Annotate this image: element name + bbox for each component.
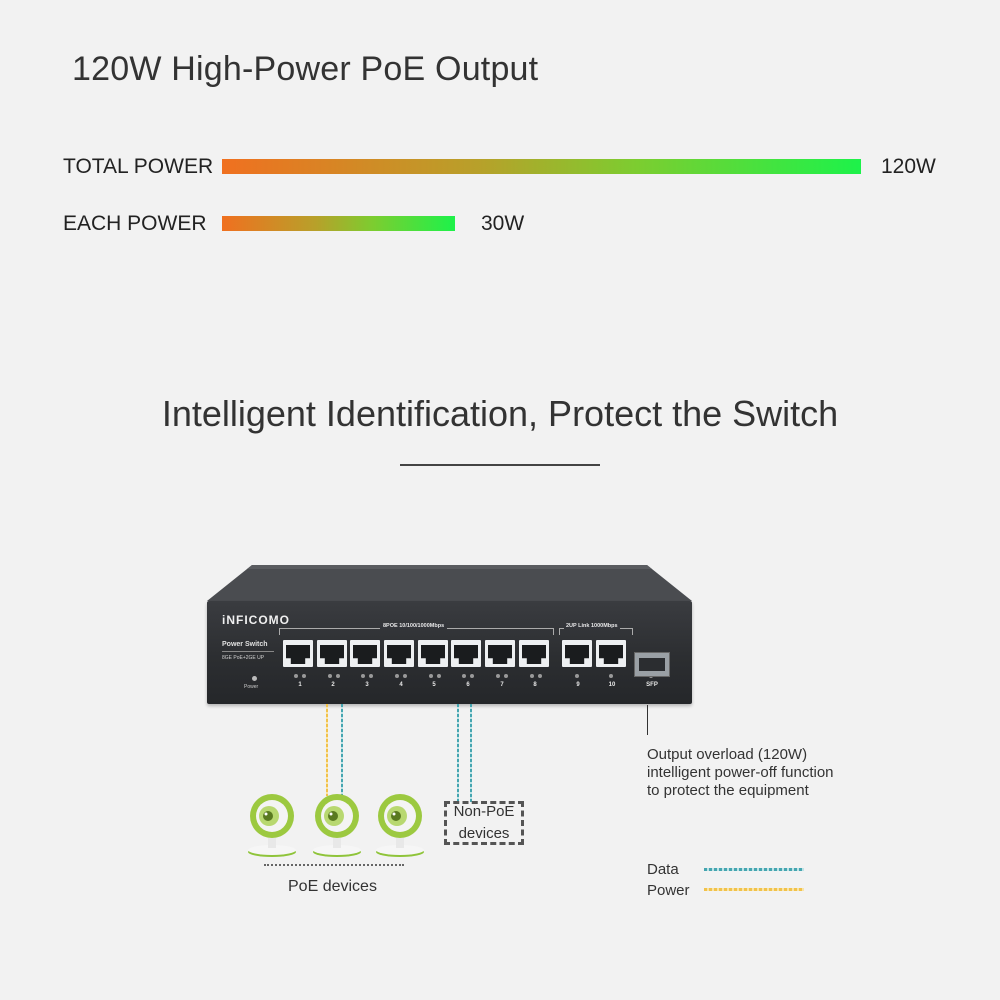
port-led xyxy=(462,674,466,678)
ethernet-port-2[interactable] xyxy=(317,640,347,667)
uplink-group-label: 2UP Link 1000Mbps xyxy=(564,623,620,629)
data-cable xyxy=(457,704,459,802)
port-led xyxy=(336,674,340,678)
switch-top-panel xyxy=(207,565,692,601)
legend-power-swatch xyxy=(704,888,804,891)
power-led xyxy=(252,676,257,681)
ethernet-port-7[interactable] xyxy=(485,640,515,667)
camera-icon xyxy=(313,794,361,857)
poe-devices-label: PoE devices xyxy=(288,878,377,895)
port-led xyxy=(496,674,500,678)
overload-note-line-3: to protect the equipment xyxy=(647,782,809,799)
switch-model: Power Switch xyxy=(222,641,268,648)
total-power-value: 120W xyxy=(881,155,936,178)
port-led xyxy=(294,674,298,678)
port-led xyxy=(302,674,306,678)
port-led xyxy=(361,674,365,678)
total-power-label: TOTAL POWER xyxy=(63,155,214,178)
each-power-value: 30W xyxy=(481,212,525,235)
ethernet-port-9[interactable] xyxy=(562,640,592,667)
each-power-label: EACH POWER xyxy=(63,212,207,235)
power-cable xyxy=(326,704,328,796)
port-led xyxy=(530,674,534,678)
port-number: 9 xyxy=(576,682,580,688)
total-power-bar xyxy=(222,159,861,174)
port-led xyxy=(609,674,613,678)
port-led xyxy=(437,674,441,678)
non-poe-devices-box xyxy=(444,801,524,845)
port-led xyxy=(575,674,579,678)
ethernet-port-5[interactable] xyxy=(418,640,448,667)
overload-pointer-line xyxy=(647,705,648,735)
uplink-group-bracket xyxy=(559,628,633,635)
port-led xyxy=(538,674,542,678)
port-led xyxy=(504,674,508,678)
title-divider xyxy=(400,464,600,466)
ethernet-port-10[interactable] xyxy=(596,640,626,667)
power-led-label: Power xyxy=(244,684,259,690)
port-led xyxy=(395,674,399,678)
port-led xyxy=(429,674,433,678)
ethernet-port-4[interactable] xyxy=(384,640,414,667)
poe-group-label: 8POE 10/100/1000Mbps xyxy=(380,623,448,629)
power-title: 120W High-Power PoE Output xyxy=(72,50,539,88)
overload-note-line-1: Output overload (120W) xyxy=(647,746,808,763)
port-number: 4 xyxy=(399,682,403,688)
non-poe-label-line-2: devices xyxy=(458,825,510,842)
port-number: 7 xyxy=(500,682,504,688)
model-divider xyxy=(222,651,274,652)
protect-title: Intelligent Identification, Protect the … xyxy=(161,393,839,434)
port-led xyxy=(470,674,474,678)
port-number: 2 xyxy=(331,682,335,688)
non-poe-label-line-1: Non-PoE xyxy=(453,803,515,820)
sfp-port[interactable] xyxy=(634,652,670,677)
ethernet-port-6[interactable] xyxy=(451,640,481,667)
camera-icon xyxy=(248,794,296,857)
switch-model-sub: 8GE PoE+2GE UP xyxy=(222,655,265,661)
port-led xyxy=(369,674,373,678)
port-number: 6 xyxy=(466,682,470,688)
non-poe-label: Non-PoE devices xyxy=(444,801,524,845)
port-number: 1 xyxy=(298,682,302,688)
port-number: 10 xyxy=(608,682,616,688)
overload-note: Output overload (120W) intelligent power… xyxy=(647,746,834,800)
ethernet-port-3[interactable] xyxy=(350,640,380,667)
ethernet-port-1[interactable] xyxy=(283,640,313,667)
overload-note-line-2: intelligent power-off function xyxy=(647,764,834,781)
legend-power-label: Power xyxy=(647,882,690,899)
each-power-bar xyxy=(222,216,455,231)
port-number: 3 xyxy=(365,682,369,688)
legend-data-swatch xyxy=(704,868,804,871)
port-number: 8 xyxy=(533,682,537,688)
poe-group-bracket xyxy=(279,628,554,635)
port-number: 5 xyxy=(432,682,436,688)
port-led xyxy=(403,674,407,678)
port-led xyxy=(328,674,332,678)
data-cable xyxy=(341,704,343,796)
data-cable xyxy=(470,704,472,802)
ethernet-port-8[interactable] xyxy=(519,640,549,667)
camera-icon xyxy=(376,794,424,857)
poe-devices-underline xyxy=(264,864,404,866)
brand-logo: iNFICOMO xyxy=(222,613,290,627)
sfp-label: SFP xyxy=(646,682,658,688)
legend-data-label: Data xyxy=(647,861,679,878)
